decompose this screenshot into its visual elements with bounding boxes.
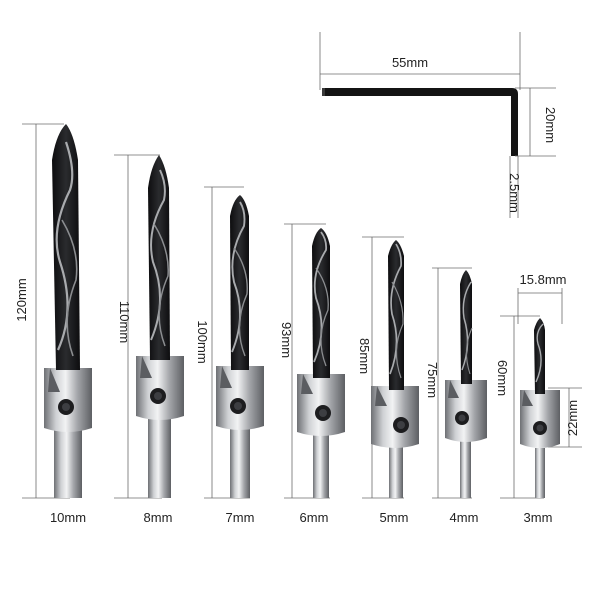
bit-length-label: 75mm: [425, 362, 440, 398]
bit-length-label: 120mm: [14, 278, 29, 321]
hex-key-height-label: 20mm: [543, 107, 558, 143]
bit-5mm: 85mm 5mm: [357, 236, 419, 525]
bit-length-label: 60mm: [495, 360, 510, 396]
hex-key-thickness-dimension: 2.5mm: [507, 156, 522, 218]
bit-size-label: 4mm: [450, 510, 479, 525]
bit-4mm: 75mm 4mm: [425, 267, 487, 525]
bit-6mm: 93mm 6mm: [279, 223, 345, 525]
collar-height-label: 22mm: [565, 400, 580, 436]
bit-length-label: 100mm: [195, 320, 210, 363]
hex-key-height-dimension: 20mm: [515, 87, 558, 157]
bit-size-label: 8mm: [144, 510, 173, 525]
bit-size-label: 6mm: [300, 510, 329, 525]
hex-key-icon: [322, 88, 518, 156]
hex-key-thickness-label: 2.5mm: [507, 173, 522, 213]
bit-size-label: 3mm: [524, 510, 553, 525]
bit-size-label: 5mm: [380, 510, 409, 525]
bit-length-label: 110mm: [117, 301, 132, 343]
bit-length-label: 93mm: [279, 322, 294, 358]
collar-diameter-label: 15.8mm: [520, 272, 567, 287]
hex-key-width-label: 55mm: [392, 55, 428, 70]
hex-key-width-dimension: 55mm: [319, 32, 521, 90]
bit-10mm: 120mm 10mm: [14, 123, 92, 525]
bit-3mm: 60mm 15.8mm 22mm 3mm: [495, 272, 582, 525]
bit-size-label: 10mm: [50, 510, 86, 525]
bit-length-label: 85mm: [357, 338, 372, 374]
bit-size-label: 7mm: [226, 510, 255, 525]
bit-8mm: 110mm 8mm: [114, 154, 184, 525]
bit-7mm: 100mm 7mm: [195, 186, 264, 525]
